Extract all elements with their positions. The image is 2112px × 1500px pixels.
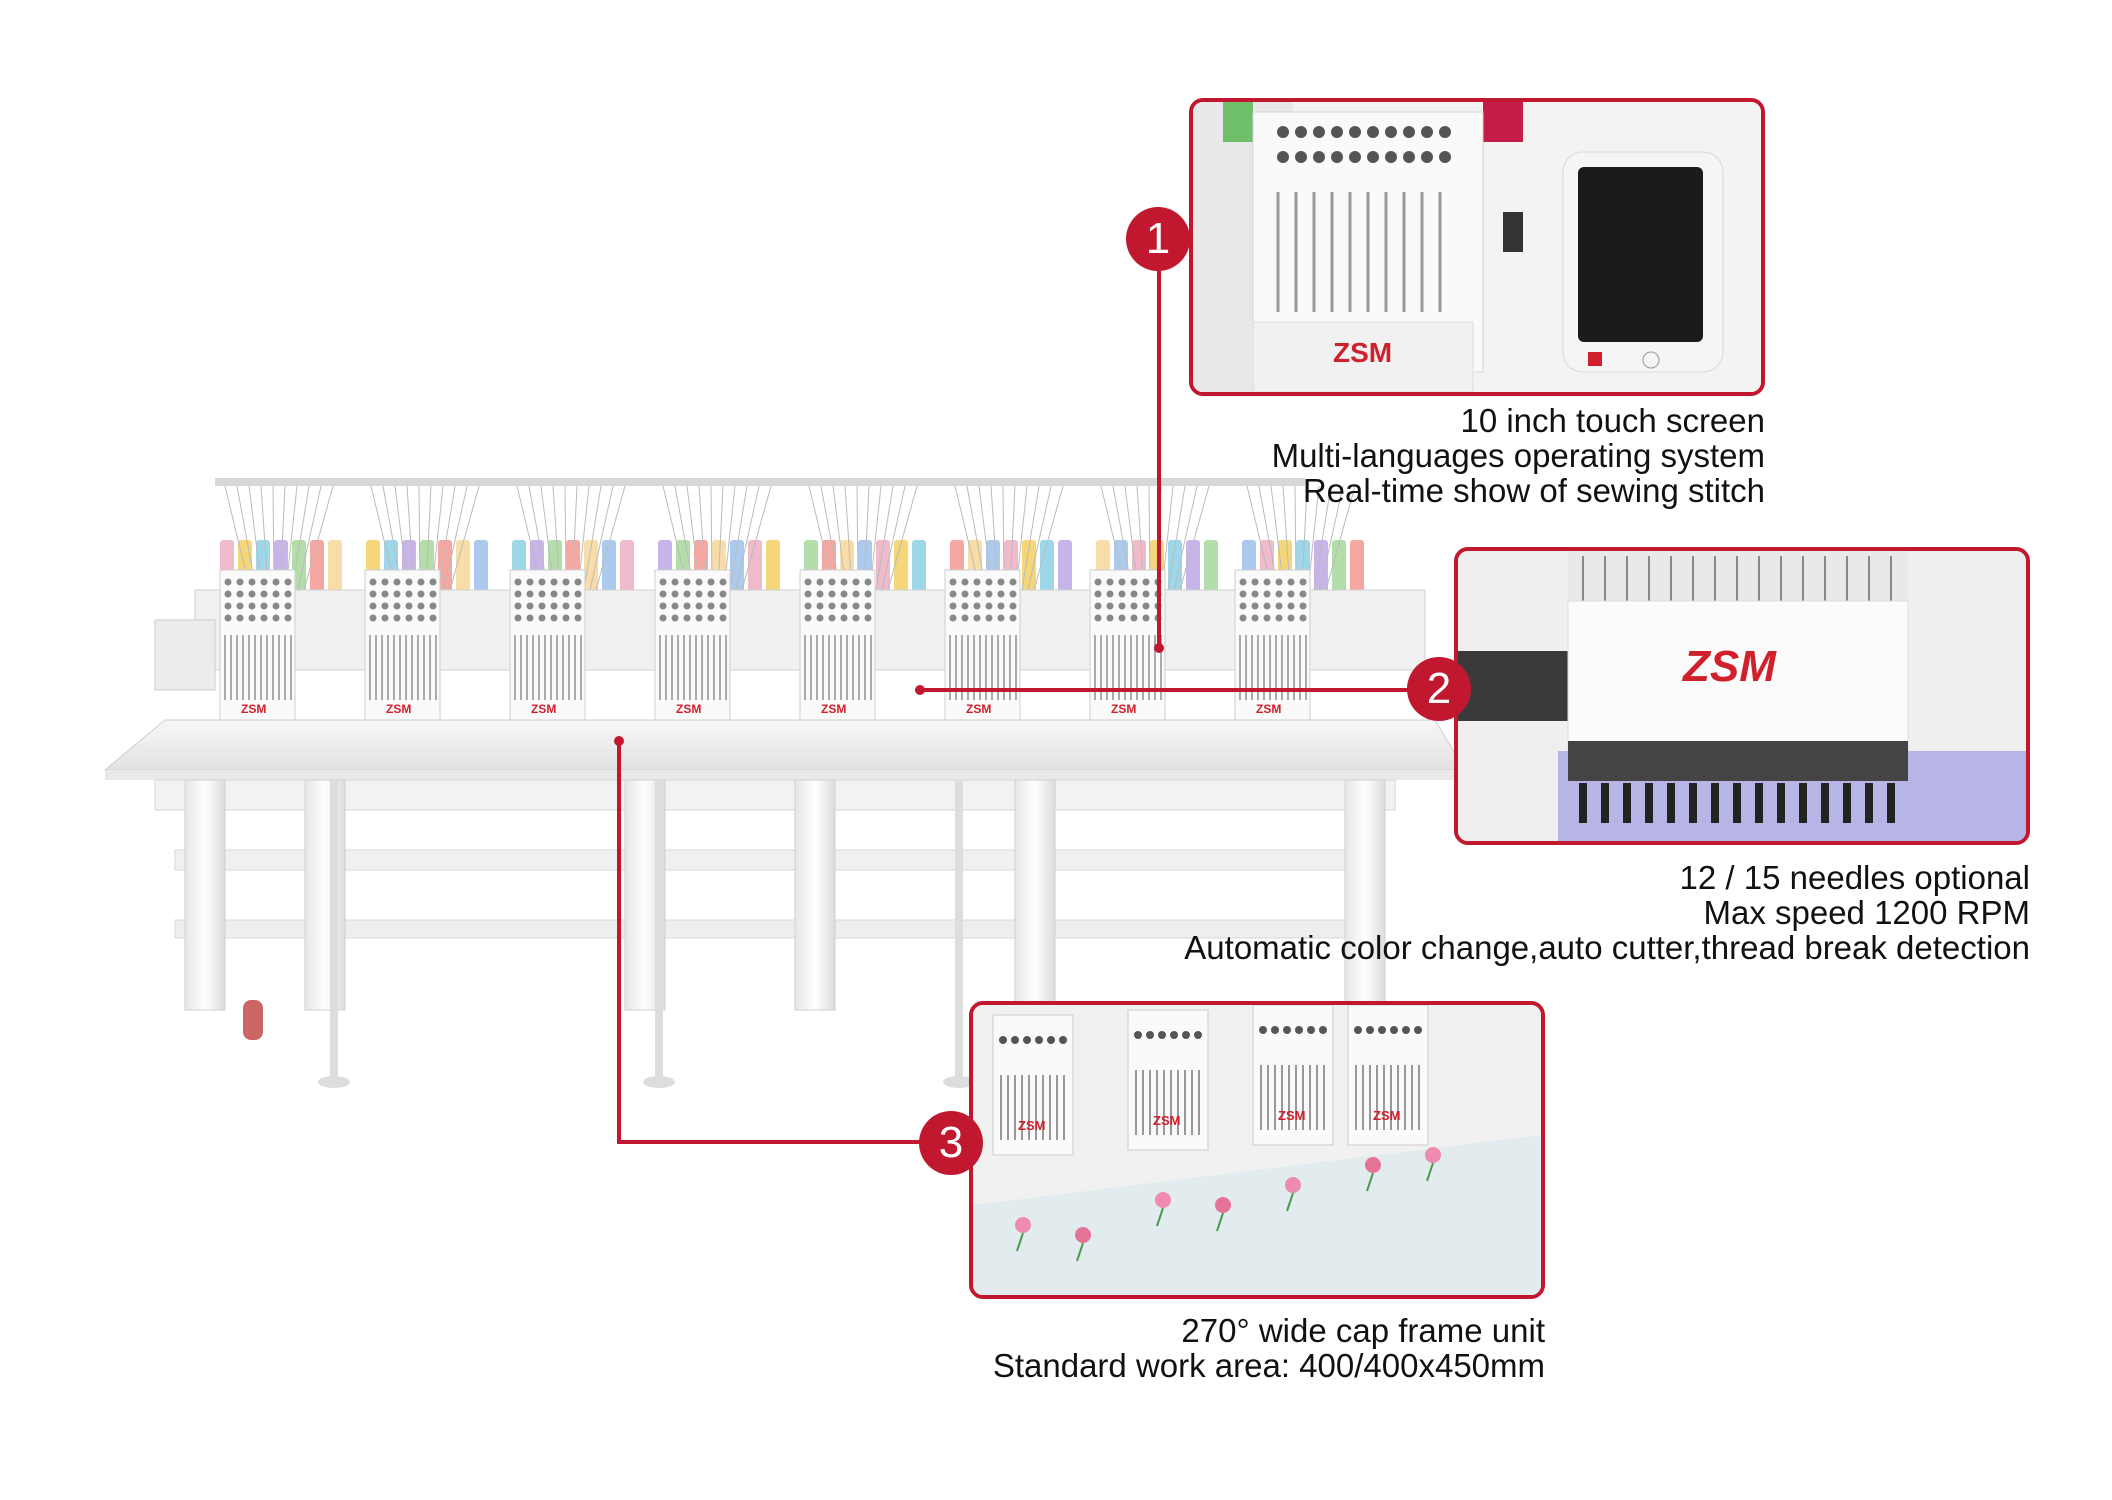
- svg-text:ZSM: ZSM: [241, 702, 266, 716]
- cap-head: ZSM: [1347, 1005, 1429, 1146]
- feature-caption-1: 10 inch touch screen Multi-languages ope…: [1272, 403, 1765, 508]
- embroidery-head: ZSM: [364, 569, 441, 726]
- touch-screen-display: [1578, 167, 1703, 342]
- feature-2-line-2: Max speed 1200 RPM: [1703, 894, 2030, 931]
- cap-head: ZSM: [1127, 1009, 1209, 1151]
- cap-head: ZSM: [1252, 1005, 1334, 1146]
- svg-text:ZSM: ZSM: [1256, 702, 1281, 716]
- feature-2-line-1: 12 / 15 needles optional: [1679, 859, 2030, 896]
- svg-text:ZSM: ZSM: [1153, 1113, 1180, 1128]
- feature-1-line-3: Real-time show of sewing stitch: [1302, 472, 1765, 509]
- zsm-logo-1: ZSM: [1333, 337, 1392, 368]
- feature-3-line-2: Standard work area: 400/400x450mm: [992, 1347, 1545, 1384]
- zsm-logo-2: ZSM: [1681, 642, 1777, 691]
- leader-line-2: [919, 688, 1409, 692]
- embroidery-head: ZSM: [799, 569, 876, 726]
- leader-line-3: [617, 741, 621, 1144]
- feature-badge-2: 2: [1407, 657, 1471, 721]
- svg-text:ZSM: ZSM: [1373, 1108, 1400, 1123]
- feature-3-line-1: 270° wide cap frame unit: [1181, 1312, 1545, 1349]
- leader-dot-1: [1154, 643, 1164, 653]
- embroidery-head: ZSM: [944, 569, 1021, 726]
- cap-frame-closeup-image: ZSM ZSM ZSM ZSM: [973, 1005, 1541, 1295]
- feature-badge-3: 3: [919, 1111, 983, 1175]
- svg-text:ZSM: ZSM: [1111, 702, 1136, 716]
- needle-head-closeup-image: ZSM: [1458, 551, 2026, 841]
- leader-line-1: [1157, 271, 1161, 647]
- feature-caption-2: 12 / 15 needles optional Max speed 1200 …: [1184, 860, 2030, 965]
- feature-2-line-3: Automatic color change,auto cutter,threa…: [1184, 929, 2030, 966]
- feature-1-line-1: 10 inch touch screen: [1460, 402, 1765, 439]
- svg-text:ZSM: ZSM: [1278, 1108, 1305, 1123]
- embroidery-head: ZSM: [1234, 569, 1311, 726]
- leader-dot-2: [915, 685, 925, 695]
- needle-head-photo: ZSM: [1454, 547, 2030, 845]
- embroidery-head: ZSM: [509, 569, 586, 726]
- cap-head: ZSM: [992, 1014, 1074, 1156]
- svg-text:ZSM: ZSM: [821, 702, 846, 716]
- embroidery-head: ZSM: [654, 569, 731, 726]
- svg-text:ZSM: ZSM: [966, 702, 991, 716]
- feature-1-line-2: Multi-languages operating system: [1271, 437, 1765, 474]
- touch-screen-photo: ZSM: [1189, 98, 1765, 396]
- svg-text:ZSM: ZSM: [1018, 1118, 1045, 1133]
- feature-badge-1: 1: [1126, 207, 1190, 271]
- embroidery-machine-photo: ZSM ZSM ZSM ZSM ZSM ZSM ZSM ZSM: [103, 478, 1466, 1088]
- cap-frame-photo: ZSM ZSM ZSM ZSM: [969, 1001, 1545, 1299]
- svg-text:ZSM: ZSM: [676, 702, 701, 716]
- embroidery-head: ZSM: [219, 569, 296, 726]
- leader-dot-3: [614, 736, 624, 746]
- svg-text:ZSM: ZSM: [386, 702, 411, 716]
- svg-text:ZSM: ZSM: [531, 702, 556, 716]
- feature-caption-3: 270° wide cap frame unit Standard work a…: [993, 1313, 1545, 1383]
- touch-screen-closeup-image: ZSM: [1193, 102, 1761, 392]
- leader-line-3b: [617, 1140, 922, 1144]
